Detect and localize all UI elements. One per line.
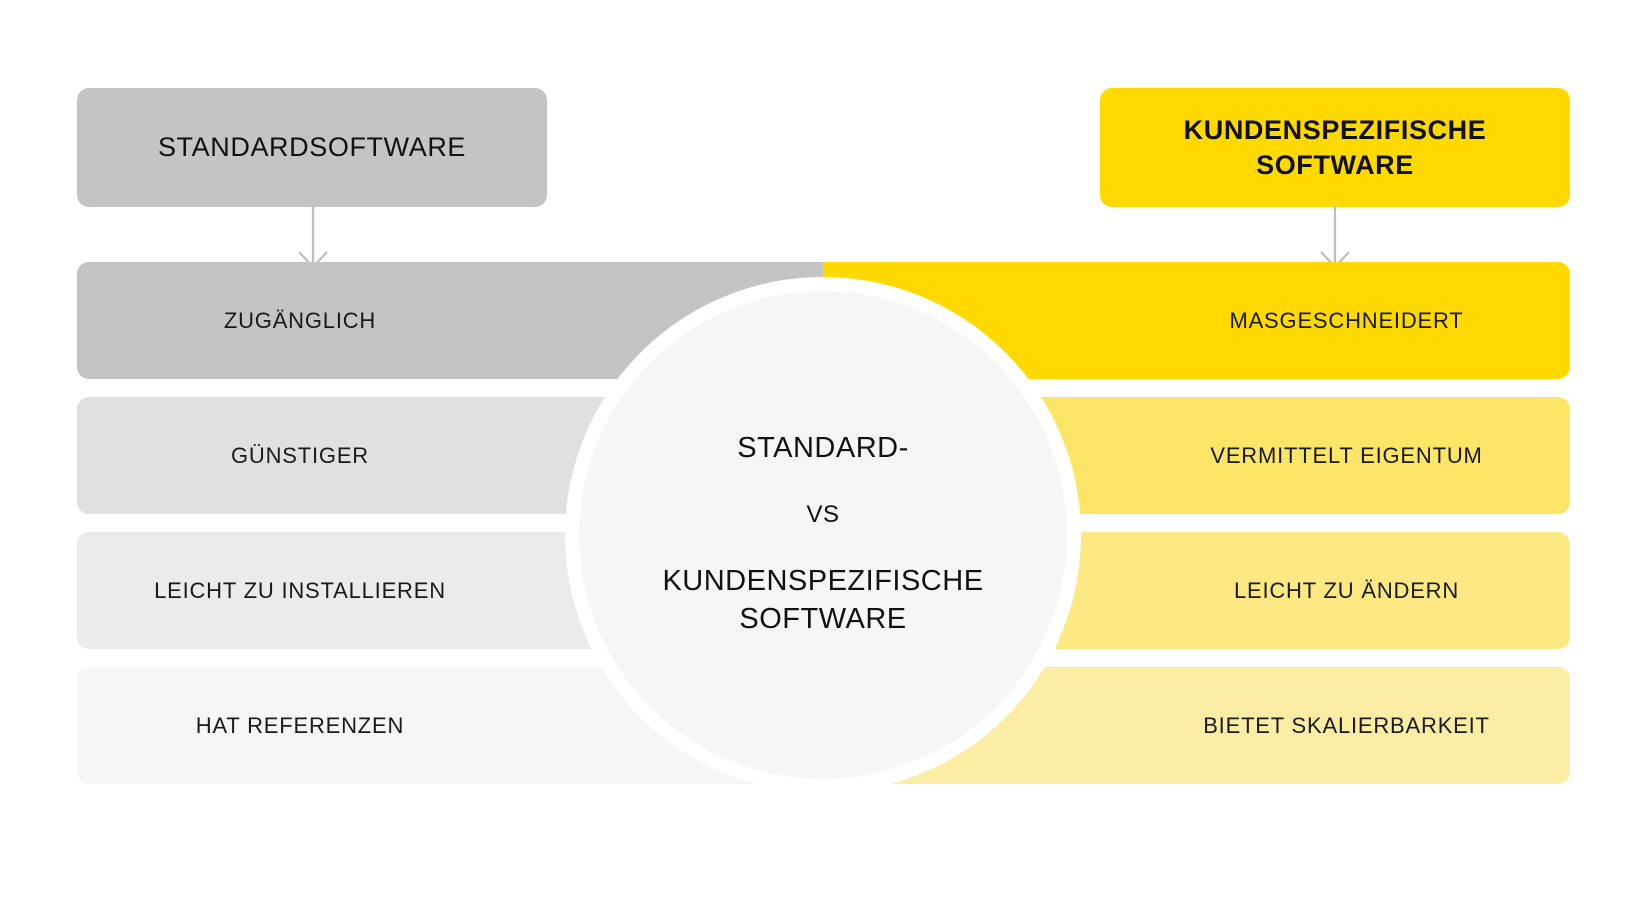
row-left-label: LEICHT ZU INSTALLIEREN — [154, 577, 446, 603]
header-right-label: KUNDENSPEZIFISCHE SOFTWARE — [1183, 114, 1487, 180]
row-left-label: HAT REFERENZEN — [195, 712, 405, 738]
row-right-label: BIETET SKALIERBARKEIT — [1203, 712, 1490, 738]
header-left-label: STANDARDSOFTWARE — [157, 132, 467, 163]
circle-line-custom: KUNDENSPEZIFISCHE SOFTWARE — [662, 564, 984, 635]
row-right-label: VERMITTELT EIGENTUM — [1210, 442, 1483, 468]
header-box-custom-software[interactable]: KUNDENSPEZIFISCHE SOFTWARE — [1100, 88, 1570, 207]
header-box-standard-software[interactable]: STANDARDSOFTWARE — [77, 88, 547, 207]
circle-line-standard: STANDARD- — [737, 431, 909, 464]
circle-line-vs: VS — [806, 500, 840, 528]
row-right-label: LEICHT ZU ÄNDERN — [1233, 577, 1460, 603]
row-left-label: ZUGÄNGLICH — [223, 307, 377, 333]
row-right-label: MASGESCHNEIDERT — [1229, 307, 1464, 333]
row-right-bar[interactable]: MASGESCHNEIDERT — [823, 262, 1570, 379]
row-left-label: GÜNSTIGER — [231, 442, 369, 468]
center-circle-title: STANDARD- VS KUNDENSPEZIFISCHE SOFTWARE — [565, 277, 1081, 793]
